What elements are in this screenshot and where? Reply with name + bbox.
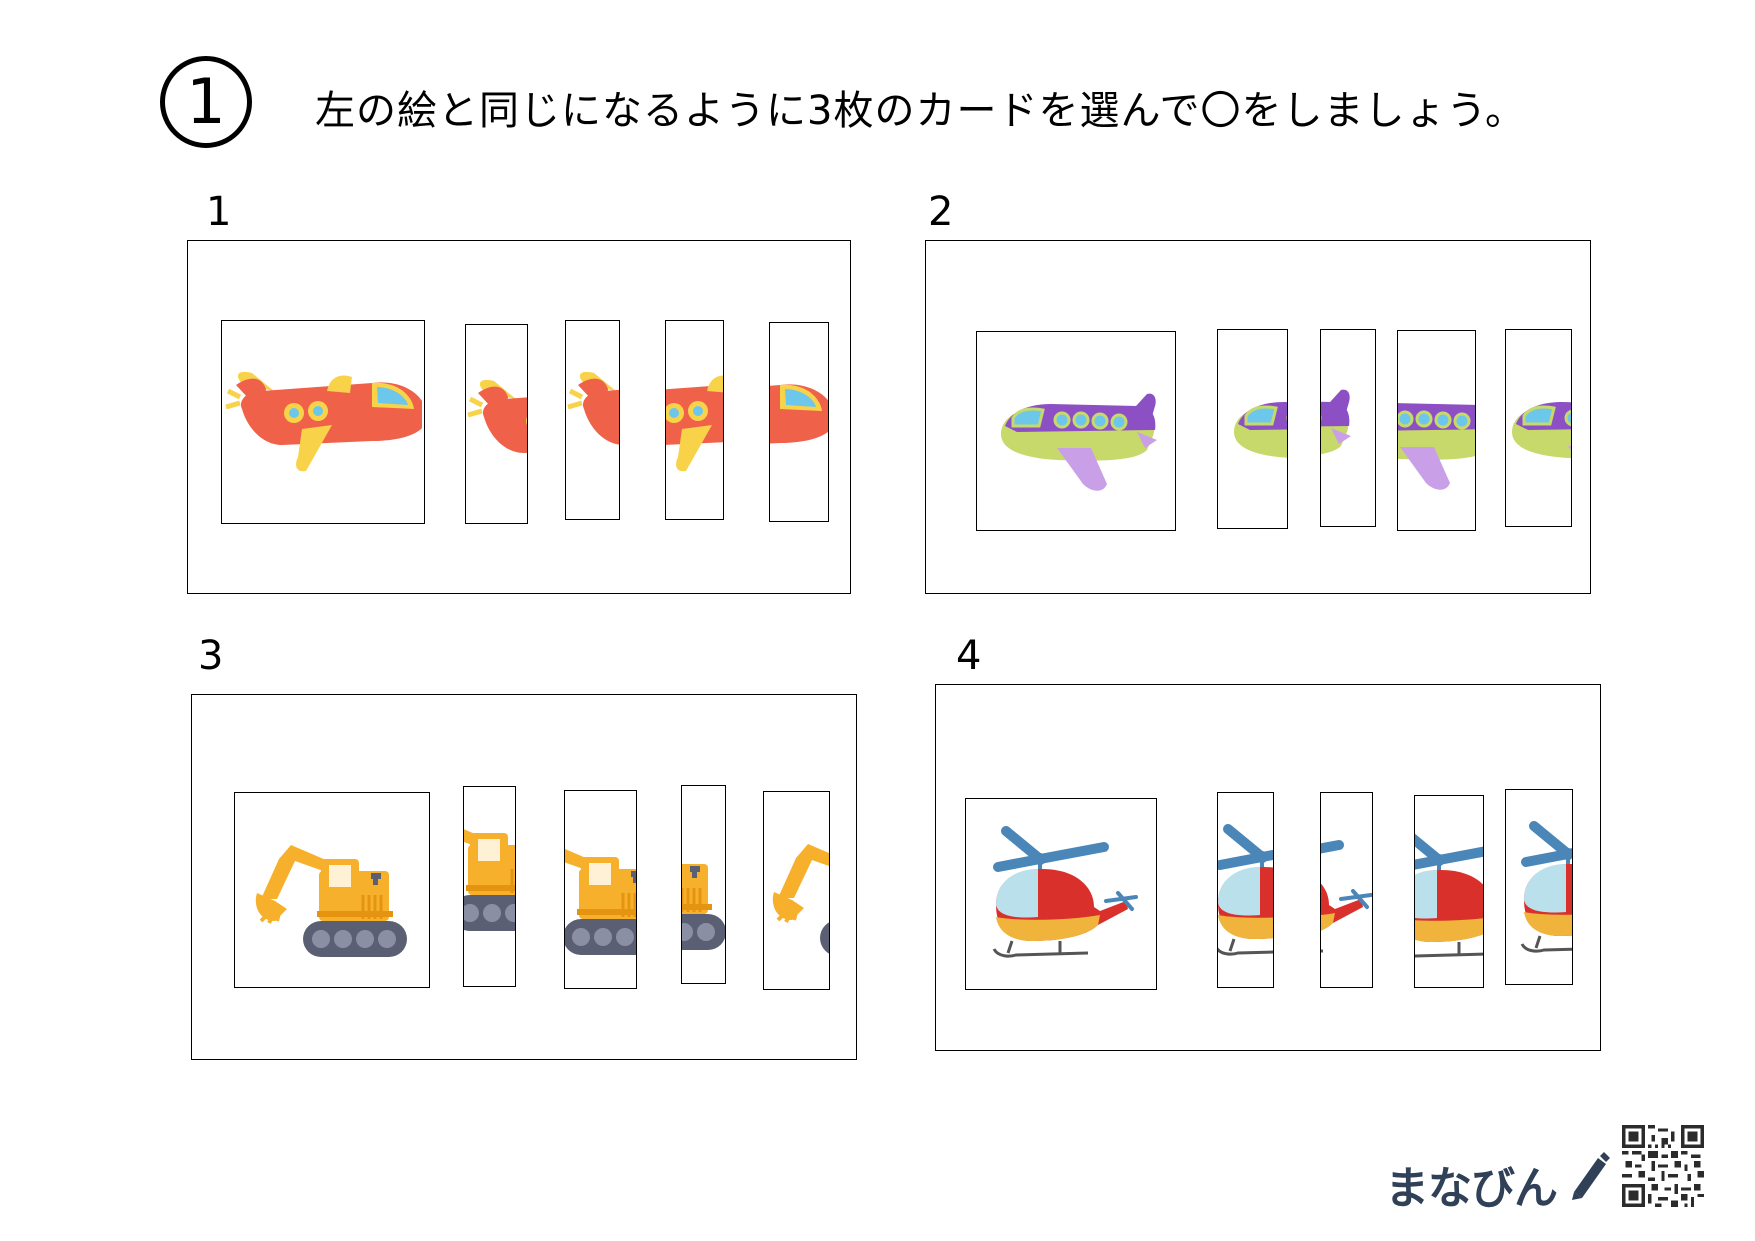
question-number-circle: 1 [160,56,252,148]
airplane-purple-fragment [1398,391,1475,492]
reference-picture [976,331,1176,531]
choice-card-b[interactable] [564,790,637,989]
choice-card-d[interactable] [769,322,829,522]
airplane-red-fragment [665,321,724,520]
helicopter-fragment [1414,810,1484,980]
helicopter-image [976,809,1146,979]
airplane-red-fragment [565,321,620,520]
choice-card-a[interactable] [1217,329,1288,529]
excavator-image [253,843,409,959]
problem-3-label: 3 [198,633,224,679]
question-number: 1 [186,65,226,138]
airplane-purple-image [999,392,1159,493]
airplane-purple-fragment [1510,390,1571,491]
problem-4-label: 4 [956,633,982,679]
choice-card-c[interactable] [1397,330,1476,531]
choice-card-c[interactable] [1414,795,1484,988]
problem-4-panel [935,684,1601,1051]
airplane-red-fragment [465,329,528,524]
choice-card-b[interactable] [1320,329,1376,527]
problem-1-label: 1 [206,189,232,235]
helicopter-fragment [1505,804,1573,974]
choice-card-b[interactable] [565,320,620,520]
excavator-fragment [565,841,636,957]
problem-2-label: 2 [928,189,954,235]
airplane-red-fragment [769,323,829,522]
brand-logo: まなびん [1385,1163,1558,1214]
excavator-fragment [770,842,829,958]
qr-code-icon[interactable] [1622,1125,1704,1207]
airplane-purple-fragment [1321,388,1353,489]
problem-1-panel [187,240,851,594]
choice-card-a[interactable] [465,324,528,524]
problem-3-panel [191,694,857,1060]
choice-card-c[interactable] [665,320,724,520]
helicopter-fragment [1217,807,1274,977]
helicopter-fragment [1320,807,1373,977]
reference-picture [221,320,425,524]
choice-card-d[interactable] [1505,329,1572,527]
choice-card-b[interactable] [1320,792,1373,988]
reference-picture [965,798,1157,990]
reference-picture [234,792,430,988]
choice-card-d[interactable] [763,791,830,990]
choice-card-a[interactable] [1217,792,1274,988]
problem-2-panel [925,240,1591,594]
choice-card-a[interactable] [463,786,516,987]
pencil-icon [1572,1152,1610,1200]
choice-card-c[interactable] [681,785,726,984]
airplane-purple-fragment [1232,390,1287,491]
instruction-text: 左の絵と同じになるように3枚のカードを選んで〇をしましょう。 [315,88,1527,134]
airplane-red-image [222,321,422,521]
choice-card-d[interactable] [1505,789,1573,985]
excavator-fragment [682,836,725,952]
excavator-fragment [464,817,515,933]
